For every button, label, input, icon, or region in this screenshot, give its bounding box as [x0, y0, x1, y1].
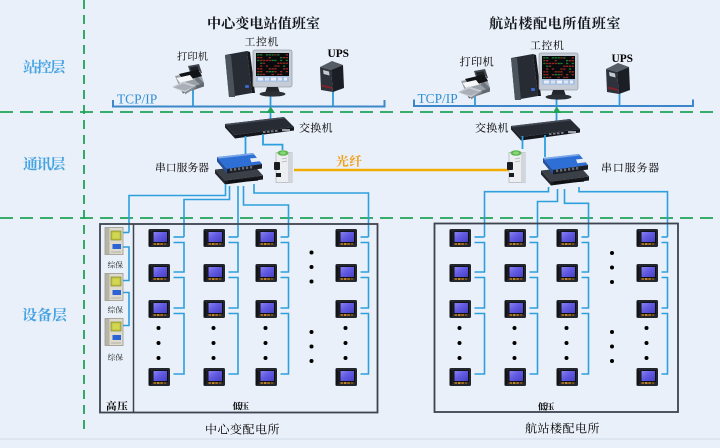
svg-text:UPS: UPS [612, 53, 634, 65]
svg-text:UPS: UPS [328, 48, 350, 60]
svg-text:TCP/IP: TCP/IP [418, 91, 458, 106]
svg-text:TCP/IP: TCP/IP [117, 92, 157, 107]
